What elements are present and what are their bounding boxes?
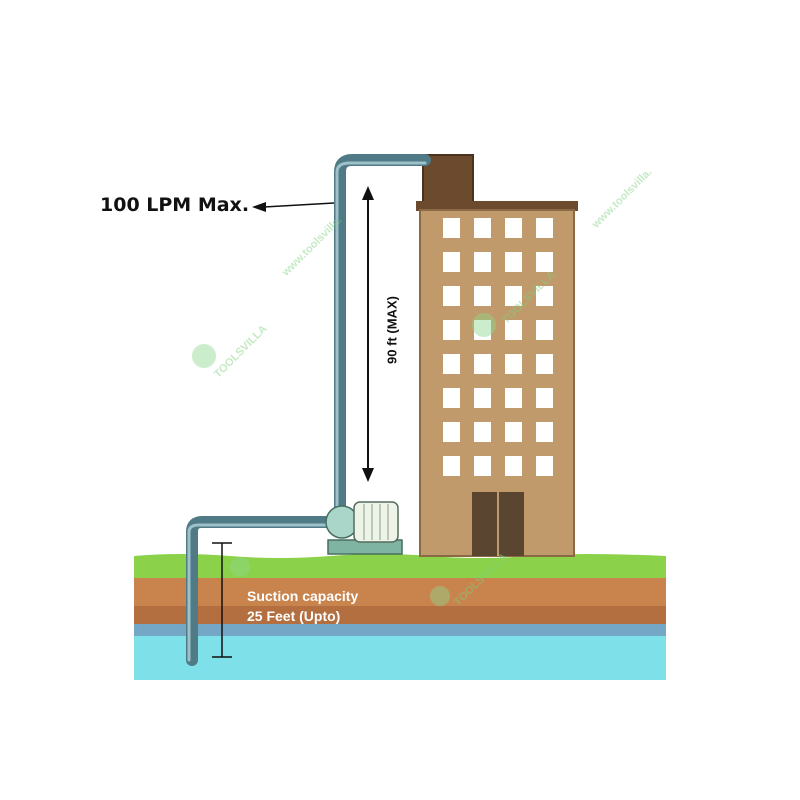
building-window <box>474 252 491 272</box>
building-window <box>505 354 522 374</box>
building-window <box>443 422 460 442</box>
pump-set <box>325 501 403 555</box>
suction-depth-marker <box>212 542 232 658</box>
building-window <box>474 422 491 442</box>
building-window <box>474 218 491 238</box>
delivery-height-label: 90 ft (MAX) <box>384 296 400 364</box>
suction-pipe-highlight <box>187 523 332 662</box>
building-window <box>443 354 460 374</box>
grass-strip <box>134 554 666 578</box>
height-arrow <box>362 186 374 482</box>
building-window <box>536 388 553 408</box>
flow-rate-label: 100 LPM Max. <box>100 194 250 216</box>
delivery-pipe-highlight <box>335 161 427 514</box>
building <box>416 154 578 557</box>
building-window <box>505 456 522 476</box>
building-window <box>536 354 553 374</box>
building-window <box>474 456 491 476</box>
delivery-pipe <box>334 154 431 518</box>
suction-label-line2: 25 Feet (Upto) <box>247 608 341 624</box>
building-window <box>474 320 491 340</box>
building-window <box>443 218 460 238</box>
building-window <box>536 456 553 476</box>
building-windows <box>443 218 553 476</box>
building-window <box>443 388 460 408</box>
building-window <box>474 354 491 374</box>
water-bed-shade <box>134 622 666 636</box>
building-window <box>536 252 553 272</box>
building-window <box>536 218 553 238</box>
pipe-system <box>186 154 431 666</box>
building-window <box>505 252 522 272</box>
building-window <box>536 422 553 442</box>
pump-motor <box>353 501 399 543</box>
watermark-logos <box>192 313 496 606</box>
building-window <box>505 320 522 340</box>
building-window <box>443 252 460 272</box>
building-window <box>536 320 553 340</box>
building-window <box>505 388 522 408</box>
building-window <box>443 320 460 340</box>
building-window <box>443 456 460 476</box>
building-window <box>474 388 491 408</box>
soil-layer-dark <box>134 606 666 624</box>
building-roof <box>416 201 578 211</box>
suction-label-line1: Suction capacity <box>247 588 359 604</box>
building-window <box>474 286 491 306</box>
pump-casing <box>325 505 359 539</box>
suction-capacity-label: Suction capacity 25 Feet (Upto) <box>247 586 358 626</box>
flow-arrow <box>252 202 335 212</box>
building-window <box>505 218 522 238</box>
building-window <box>536 286 553 306</box>
building-window <box>443 286 460 306</box>
building-window <box>505 422 522 442</box>
building-window <box>505 286 522 306</box>
